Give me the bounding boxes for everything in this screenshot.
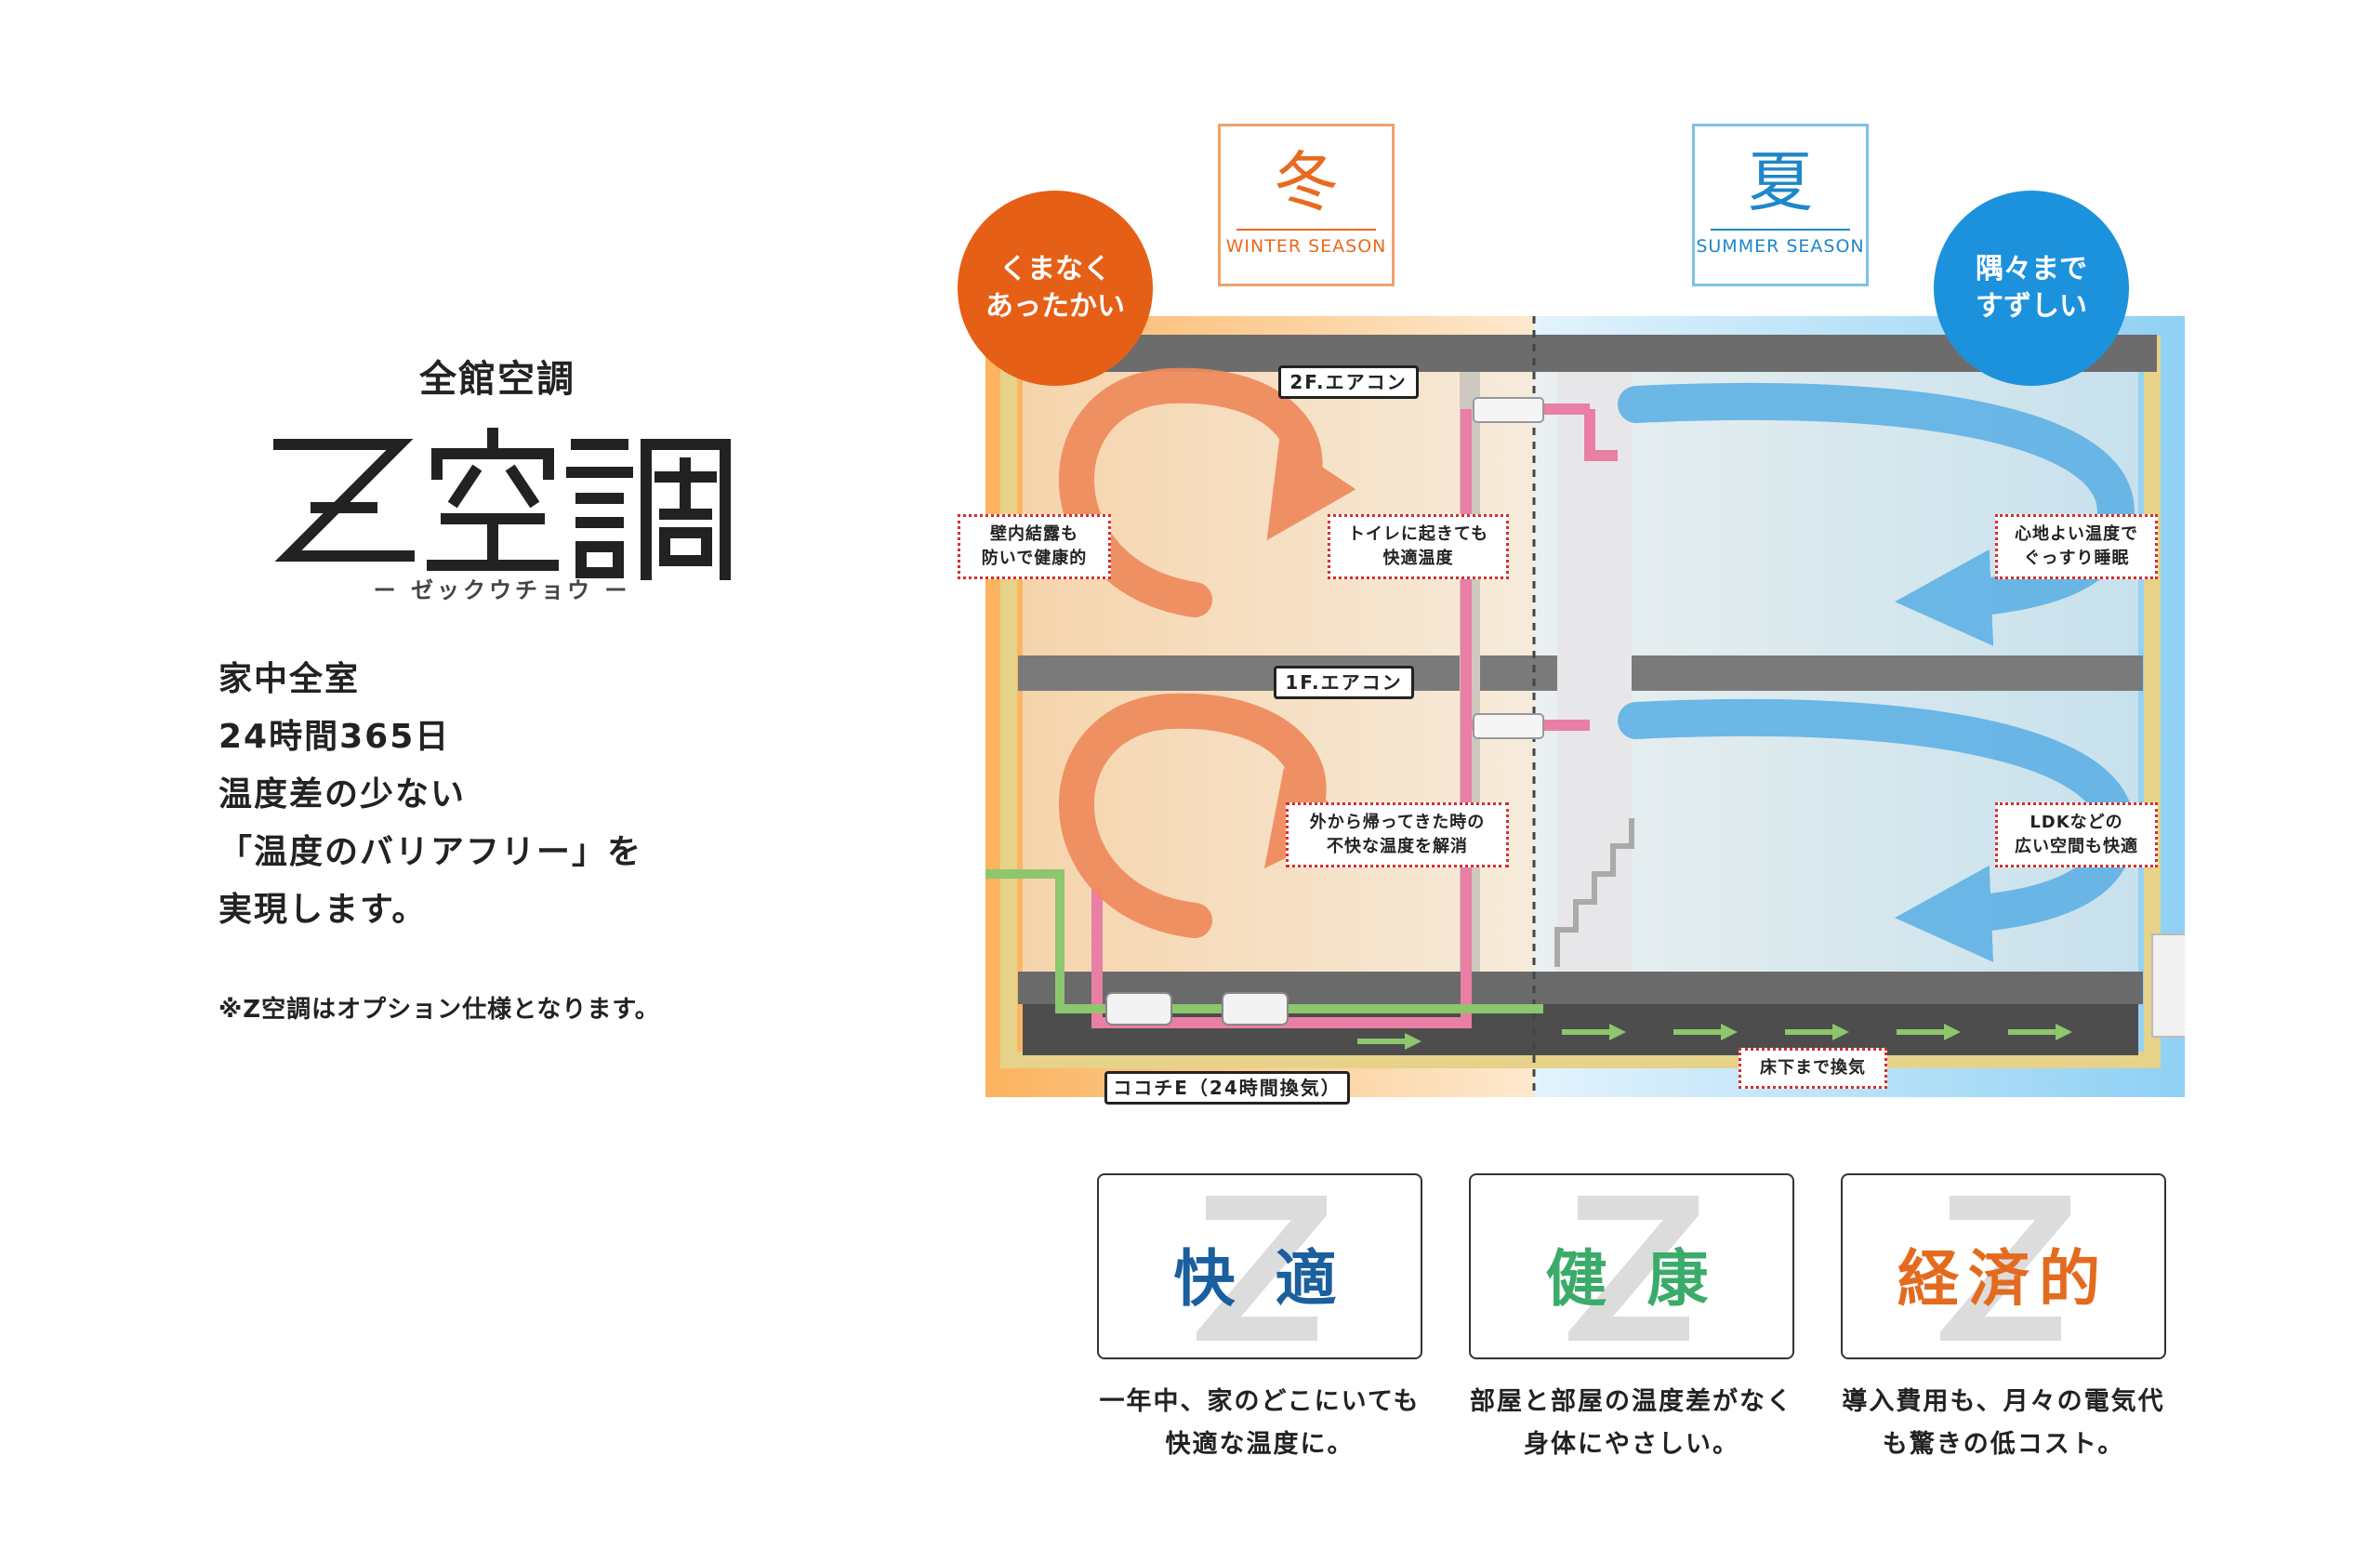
feature-description-comfort: 一年中、家のどこにいても 快適な温度に。: [1064, 1381, 1455, 1466]
callout-return-home: 外から帰ってきた時の 不快な温度を解消: [1286, 802, 1509, 867]
callout-line: 広い空間も快適: [2015, 837, 2138, 856]
option-note: ※Z空調はオプション仕様となります。: [218, 996, 660, 1024]
ac-2f-label: 2F.エアコン: [1278, 365, 1419, 399]
callout-line: 壁内結露も: [990, 524, 1078, 544]
callout-line: 不快な温度を解消: [1327, 837, 1468, 856]
callout-underfloor: 床下まで換気: [1739, 1048, 1887, 1089]
winter-bubble-line: あったかい: [985, 290, 1125, 323]
winter-english: WINTER SEASON: [1225, 236, 1387, 257]
winter-bubble-line: くまなく: [999, 253, 1111, 285]
ac-unit-2f: [1473, 397, 1544, 423]
logo-reading: ー ゼックウチョウ ー: [373, 577, 631, 603]
z-kucho-logo: [273, 428, 731, 580]
callout-line: 外から帰ってきた時の: [1309, 813, 1486, 832]
summer-season-label: 夏 SUMMER SEASON: [1692, 124, 1869, 286]
intro-line: 実現します。: [218, 891, 428, 929]
product-category: 全館空調: [419, 358, 575, 401]
callout-line: トイレに起きても: [1347, 524, 1489, 544]
callout-line: ぐっすり睡眠: [2023, 549, 2130, 568]
feature-desc-line: 部屋と部屋の温度差がなく: [1470, 1387, 1793, 1416]
intro-line: 「温度のバリアフリー」を: [218, 833, 643, 871]
summer-bubble-line: 隅々まで: [1976, 253, 2087, 285]
feature-description-health: 部屋と部屋の温度差がなく 身体にやさしい。: [1436, 1381, 1827, 1466]
fresh-air-duct: [985, 869, 1543, 1013]
summer-bubble: 隅々まで すずしい: [1934, 191, 2129, 386]
feature-desc-line: も驚きの低コスト。: [1882, 1430, 2125, 1459]
outdoor-unit: [2151, 933, 2185, 1038]
callout-line: 快適温度: [1382, 549, 1454, 568]
callout-line: LDKなどの: [2030, 813, 2123, 832]
callout-line: 心地よい温度で: [2015, 524, 2138, 544]
house-cross-section: [985, 316, 2185, 1097]
callout-line: 床下まで換気: [1760, 1058, 1866, 1078]
z-watermark-icon: [1940, 1196, 2070, 1341]
callout-ldk: LDKなどの 広い空間も快適: [1995, 802, 2158, 867]
intro-line: 温度差の少ない: [218, 775, 467, 814]
feature-title: 快 適: [1173, 1242, 1346, 1315]
feature-card-economy: 経済的: [1841, 1173, 2166, 1359]
intro-line: 家中全室: [218, 660, 361, 698]
ac-unit-1f: [1473, 713, 1544, 739]
underfloor-airflow: [1357, 1024, 2072, 1050]
z-watermark-icon: [1197, 1196, 1327, 1341]
staircase: [1554, 818, 1634, 967]
feature-title: 経済的: [1897, 1242, 2109, 1315]
ground-floor-slab: [1018, 972, 2143, 1004]
winter-bubble: くまなく あったかい: [958, 191, 1153, 386]
feature-card-health: 健 康: [1469, 1173, 1794, 1359]
cool-airflow-1f: [1618, 698, 2135, 962]
winter-rule: [1236, 229, 1376, 231]
ventilation-label: ココチE（24時間換気）: [1104, 1071, 1350, 1105]
cool-airflow-2f: [1618, 382, 2135, 646]
callout-toilet: トイレに起きても 快適温度: [1328, 514, 1509, 579]
summer-english: SUMMER SEASON: [1696, 236, 1865, 257]
feature-card-comfort: 快 適: [1097, 1173, 1422, 1359]
warm-airflow-1f: [1058, 693, 1357, 938]
summer-kanji: 夏: [1748, 144, 1813, 220]
summer-bubble-line: すずしい: [1976, 290, 2087, 323]
feature-desc-line: 一年中、家のどこにいても: [1099, 1387, 1421, 1416]
ac-1f-label: 1F.エアコン: [1274, 666, 1414, 699]
feature-desc-line: 快適な温度に。: [1165, 1430, 1355, 1459]
summer-rule: [1711, 229, 1850, 231]
ventilation-unit-b: [1222, 992, 1289, 1026]
feature-title: 健 康: [1545, 1242, 1718, 1315]
z-watermark-icon: [1568, 1196, 1699, 1341]
feature-desc-line: 導入費用も、月々の電気代: [1842, 1387, 2165, 1416]
callout-line: 防いで健康的: [981, 549, 1088, 568]
winter-season-label: 冬 WINTER SEASON: [1218, 124, 1395, 286]
winter-kanji: 冬: [1274, 144, 1339, 220]
intro-copy: 家中全室 24時間365日 温度差の少ない 「温度のバリアフリー」を 実現します…: [218, 651, 702, 939]
ventilation-unit-a: [1105, 992, 1172, 1026]
intro-line: 24時間365日: [218, 718, 451, 756]
callout-wall-condensation: 壁内結露も 防いで健康的: [958, 514, 1111, 579]
feature-description-economy: 導入費用も、月々の電気代 も驚きの低コスト。: [1808, 1381, 2199, 1466]
callout-sleep: 心地よい温度で ぐっすり睡眠: [1995, 514, 2158, 579]
feature-desc-line: 身体にやさしい。: [1524, 1430, 1739, 1459]
